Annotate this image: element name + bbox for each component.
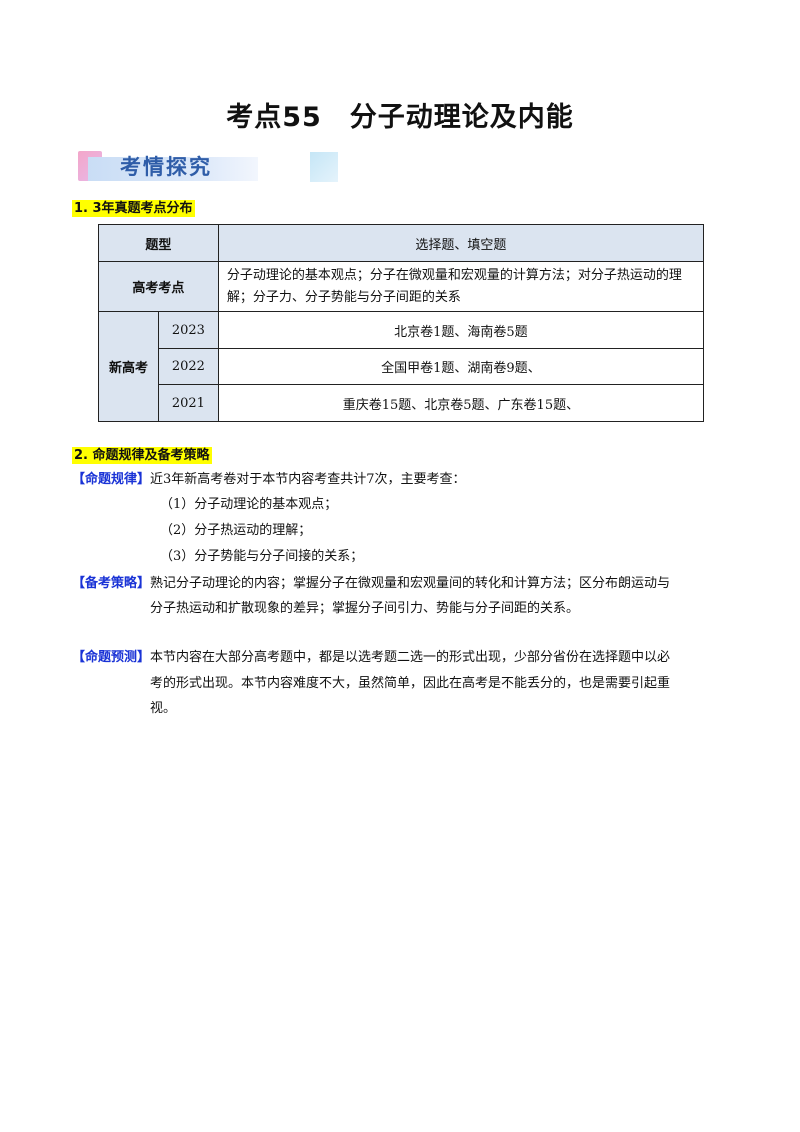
- forecast-line: 本节内容在大部分高考题中，都是以选考题二选一的形式出现，少部分省份在选择题中以必: [150, 650, 671, 665]
- group-label-cell: 新高考: [98, 311, 159, 422]
- papers-cell: 全国甲卷1题、湖南卷9题、: [217, 348, 705, 385]
- papers-cell: 重庆卷15题、北京卷5题、广东卷15题、: [217, 384, 705, 422]
- year-cell: 2022: [157, 348, 219, 385]
- strategy-paragraph: 【备考策略】熟记分子动理论的内容；掌握分子在微观量和宏观量间的转化和计算方法；区…: [72, 573, 670, 595]
- table-row: 题型 选择题、填空题: [98, 224, 705, 262]
- table-row: 2021 重庆卷15题、北京卷5题、广东卷15题、: [99, 384, 705, 422]
- forecast-tag: 【命题预测】: [72, 650, 151, 665]
- section-heading-strategy: 2. 命题规律及备考策略: [72, 447, 212, 464]
- rule-tag: 【命题规律】: [72, 472, 151, 487]
- section-heading-distribution: 1. 3年真题考点分布: [72, 200, 195, 217]
- rule-text: 近3年新高考卷对于本节内容考查共计7次，主要考查：: [150, 472, 466, 487]
- strategy-line: 熟记分子动理论的内容；掌握分子在微观量和宏观量间的转化和计算方法；区分布朗运动与: [150, 576, 671, 591]
- forecast-line: 视。: [150, 701, 177, 716]
- topic-value-cell: 分子动理论的基本观点；分子在微观量和宏观量的计算方法；对分子热运动的理解；分子力…: [217, 261, 705, 312]
- rule-item: （1）分子动理论的基本观点；: [160, 497, 338, 512]
- papers-cell: 北京卷1题、海南卷5题: [217, 311, 705, 349]
- section-banner: 考情探究: [78, 148, 338, 186]
- year-cell: 2023: [157, 311, 219, 349]
- exam-distribution-table: 题型 选择题、填空题 高考考点 分子动理论的基本观点；分子在微观量和宏观量的计算…: [98, 224, 705, 422]
- topic-label-cell: 高考考点: [98, 261, 219, 312]
- table-row: 高考考点 分子动理论的基本观点；分子在微观量和宏观量的计算方法；对分子热运动的理…: [98, 261, 705, 312]
- forecast-line: 考的形式出现。本节内容难度不大，虽然简单，因此在高考是不能丢分的，也是需要引起重: [150, 676, 671, 691]
- table-row: 2022 全国甲卷1题、湖南卷9题、: [99, 348, 705, 385]
- rule-item: （2）分子热运动的理解；: [160, 523, 312, 538]
- rule-paragraph: 【命题规律】近3年新高考卷对于本节内容考查共计7次，主要考查：: [72, 469, 466, 491]
- year-cell: 2021: [157, 384, 219, 422]
- strategy-line: 分子热运动和扩散现象的差异；掌握分子间引力、势能与分子间距的关系。: [150, 601, 580, 616]
- table-row: 新高考 2023 北京卷1题、海南卷5题: [98, 311, 705, 422]
- rule-item: （3）分子势能与分子间接的关系；: [160, 549, 364, 564]
- header-label-cell: 题型: [98, 224, 219, 262]
- banner-decoration-right: [310, 152, 338, 182]
- banner-title: 考情探究: [120, 155, 212, 179]
- banner-bar: [88, 157, 258, 181]
- header-value-cell: 选择题、填空题: [217, 224, 705, 262]
- strategy-tag: 【备考策略】: [72, 576, 151, 591]
- forecast-paragraph: 【命题预测】本节内容在大部分高考题中，都是以选考题二选一的形式出现，少部分省份在…: [72, 647, 670, 669]
- page-title: 考点55 分子动理论及内能: [226, 102, 574, 133]
